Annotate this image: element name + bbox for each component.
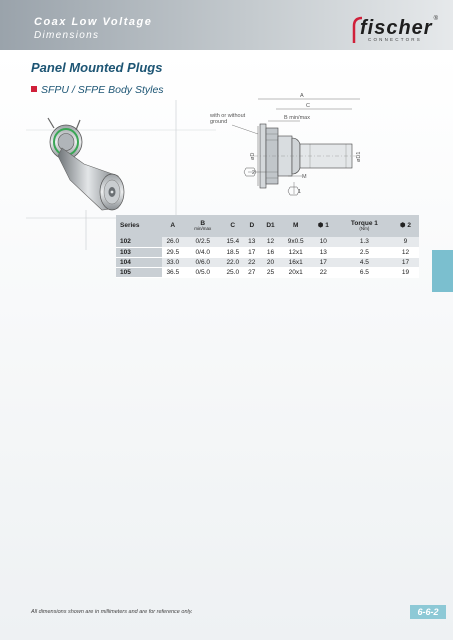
col-a: A (170, 222, 176, 230)
cell-wrench2: 17 (401, 258, 410, 266)
dim-label-b: B min/max (284, 115, 310, 121)
page-header: Coax Low Voltage Dimensions fischer ® CO… (0, 0, 453, 50)
col-b-label: B (200, 219, 206, 227)
col-wrench1-label: 1 (325, 222, 329, 230)
table-row: 104 33.0 0/6.0 22.0 22 20 16x1 17 4.5 17 (116, 257, 419, 267)
ground-note-line1: with or without (209, 113, 246, 119)
cell-d: 22 (248, 258, 256, 266)
cell-torque: 1.3 (359, 238, 369, 246)
body-style-heading: SFPU / SFPE Body Styles (31, 84, 164, 96)
cell-m: 12x1 (288, 248, 303, 256)
logo-wordmark: fischer (360, 17, 433, 39)
body-style-label: SFPU / SFPE Body Styles (41, 84, 164, 96)
cell-a: 26.0 (166, 238, 180, 246)
cell-series: 103 (116, 247, 162, 257)
col-torque-sub: (Nm) (359, 226, 370, 232)
cell-d1: 25 (266, 268, 275, 276)
footer-note: All dimensions shown are in millimeters … (31, 609, 193, 615)
fischer-logo: fischer ® CONNECTORS (350, 16, 440, 44)
cell-b: 0/4.0 (195, 248, 210, 256)
table-row: 102 26.0 0/2.5 15.4 13 12 9x0.5 10 1.3 9 (116, 237, 419, 247)
cell-wrench2: 12 (401, 248, 410, 256)
cell-wrench1: 10 (319, 238, 327, 246)
cell-wrench2: 19 (401, 268, 410, 276)
col-torque-label: Torque 1 (350, 219, 378, 227)
cell-series: 105 (116, 267, 162, 277)
table-row: 105 36.5 0/5.0 25.0 27 25 20x1 22 6.5 19 (116, 267, 419, 277)
col-b-sub: min/max (194, 226, 212, 232)
cell-torque: 4.5 (359, 258, 369, 266)
logo-subtitle: CONNECTORS (368, 37, 422, 42)
section-title: Coax Low Voltage (34, 16, 153, 28)
cell-d: 17 (248, 248, 256, 256)
col-wrench2-label: 2 (407, 222, 412, 230)
cell-wrench2: 9 (403, 238, 408, 246)
col-d1: D1 (266, 222, 275, 230)
col-series: Series (120, 222, 140, 230)
col-d: D (249, 222, 255, 230)
dim-label-wrench2: 2 (252, 170, 255, 176)
logo-registered-mark: ® (433, 16, 438, 22)
col-wrench1: ⬢ 1 (310, 215, 337, 237)
col-c: C (230, 222, 236, 230)
cell-b: 0/5.0 (195, 268, 210, 276)
cell-a: 33.0 (166, 258, 180, 266)
dim-label-a: A (300, 93, 304, 99)
cell-series: 102 (116, 237, 162, 247)
cell-wrench1: 22 (319, 268, 327, 276)
cell-m: 9x0.5 (287, 238, 304, 246)
cell-c: 18.5 (226, 248, 240, 256)
logo-hook-icon (352, 16, 363, 43)
cell-d: 27 (248, 268, 256, 276)
dim-label-d1: øD1 (356, 152, 362, 162)
dim-label-wrench1: 1 (298, 189, 301, 195)
col-m: M (292, 222, 299, 230)
cell-d1: 20 (266, 258, 275, 266)
dim-label-m: M (302, 174, 307, 180)
col-wrench2: ⬢ 2 (392, 215, 419, 237)
cell-wrench1: 17 (319, 258, 327, 266)
bullet-icon (31, 86, 37, 93)
cell-a: 29.5 (166, 248, 180, 256)
cell-c: 15.4 (226, 238, 240, 246)
cell-m: 20x1 (288, 268, 303, 276)
cell-b: 0/2.5 (195, 238, 210, 246)
dimension-drawing: A C B min/max with or without ground øD … (209, 93, 362, 196)
cell-m: 16x1 (288, 258, 303, 266)
cell-d1: 12 (266, 238, 275, 246)
cell-c: 25.0 (226, 268, 240, 276)
connector-photo (26, 100, 216, 250)
wrench-icon: ⬢ (317, 222, 324, 230)
cell-series: 104 (116, 257, 162, 267)
dim-label-c: C (306, 103, 310, 109)
cell-d: 13 (248, 238, 256, 246)
page-title: Panel Mounted Plugs (31, 60, 163, 75)
cell-b: 0/6.0 (195, 258, 210, 266)
col-torque: Torque 1(Nm) (337, 215, 392, 237)
section-subtitle: Dimensions (34, 30, 100, 41)
page-number: 6-6-2 (410, 605, 446, 619)
ground-note-line2: ground (210, 119, 227, 125)
cell-d1: 16 (266, 248, 275, 256)
cell-torque: 2.5 (359, 248, 369, 256)
dim-label-d: øD (250, 153, 256, 160)
cell-a: 36.5 (166, 268, 180, 276)
cell-c: 22.0 (226, 258, 240, 266)
cell-torque: 6.5 (359, 268, 369, 276)
cell-wrench1: 13 (319, 248, 327, 256)
table-row: 103 29.5 0/4.0 18.5 17 16 12x1 13 2.5 12 (116, 247, 419, 257)
section-tab-marker (432, 250, 453, 292)
wrench-icon: ⬢ (399, 222, 406, 230)
